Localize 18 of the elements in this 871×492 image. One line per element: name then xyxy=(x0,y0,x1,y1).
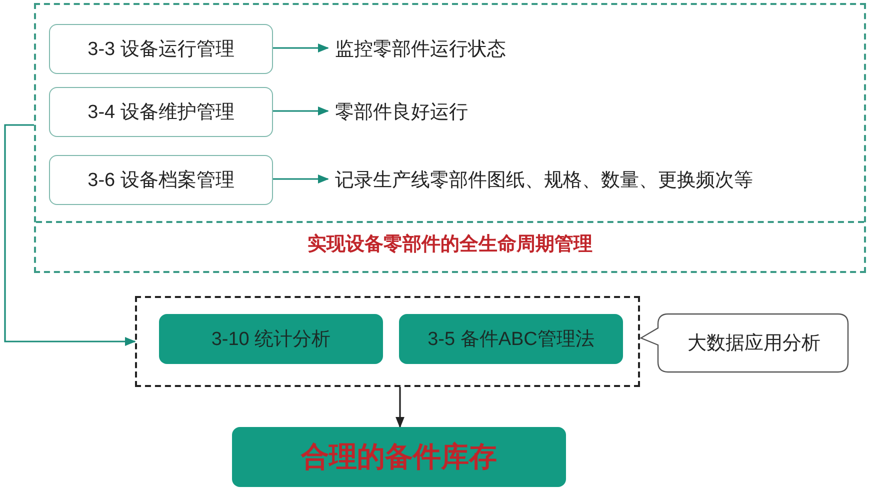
heading: 实现设备零部件的全生命周期管理 xyxy=(306,232,594,257)
result-text: 零部件良好运行 xyxy=(335,98,595,126)
arrow xyxy=(4,124,136,346)
result-box: 合理的备件库存 xyxy=(232,427,566,487)
speech-bubble: 大数据应用分析 xyxy=(638,313,850,373)
process-box: 3-3 设备运行管理 xyxy=(49,24,273,74)
process-box: 3-6 设备档案管理 xyxy=(49,155,273,205)
process-box: 3-4 设备维护管理 xyxy=(49,87,273,137)
result-text: 监控零部件运行状态 xyxy=(335,35,595,63)
result-text: 记录生产线零部件图纸、规格、数量、更换频次等 xyxy=(335,166,855,194)
arrow xyxy=(272,106,330,116)
method-box: 3-10 统计分析 xyxy=(159,314,383,364)
arrow xyxy=(272,174,330,184)
arrow xyxy=(396,387,404,428)
dashed-frame xyxy=(34,3,866,273)
method-box: 3-5 备件ABC管理法 xyxy=(399,314,623,364)
arrow xyxy=(272,44,330,52)
dashed-group-box xyxy=(135,296,640,387)
